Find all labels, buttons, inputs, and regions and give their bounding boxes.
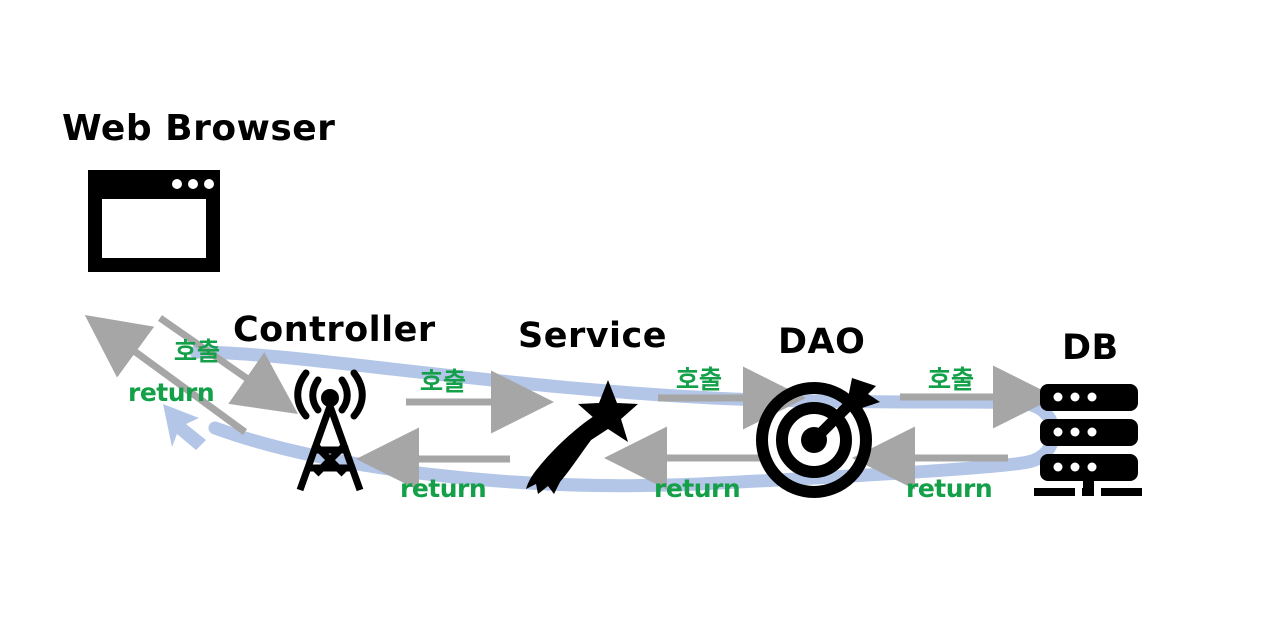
- node-title-controller: Controller: [233, 310, 436, 350]
- database-server-icon: [1034, 384, 1144, 496]
- label-return-db-dao: return: [906, 474, 993, 503]
- node-title-db: DB: [1062, 328, 1119, 368]
- radio-tower-icon: [278, 368, 382, 494]
- label-return-service-controller: return: [400, 474, 487, 503]
- label-call-dao-db: 호출: [928, 365, 975, 394]
- arrow-call-browser-controller: [158, 315, 298, 414]
- label-call-browser-controller: 호출: [174, 337, 221, 366]
- label-return-controller-browser: return: [128, 378, 215, 407]
- arrow-return-controller-browser: [84, 314, 248, 435]
- node-title-service: Service: [518, 316, 668, 356]
- shooting-star-icon: [524, 376, 640, 498]
- browser-window-icon: [88, 170, 220, 272]
- label-call-service-dao: 호출: [676, 365, 723, 394]
- round-trip-arrowhead: [163, 404, 206, 450]
- page-title: Web Browser: [62, 108, 336, 149]
- node-title-dao: DAO: [778, 322, 866, 362]
- label-return-dao-service: return: [654, 474, 741, 503]
- target-bullseye-icon: [756, 372, 882, 498]
- label-call-controller-service: 호출: [420, 367, 467, 396]
